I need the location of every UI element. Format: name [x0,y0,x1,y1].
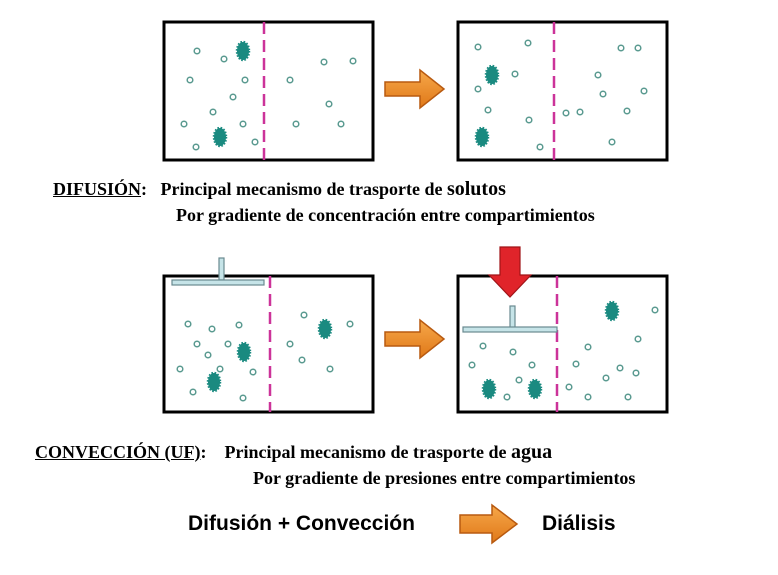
difusion-caption-line2: Por gradiente de concentración entre com… [176,205,595,225]
large-solutes [481,300,620,400]
right-arrow-icon [384,68,446,110]
footer-left-text: Difusión + Convección [188,512,415,535]
large-solutes [206,318,333,393]
difusion-line1-prefix: Principal mecanismo de trasporte de [160,179,447,199]
diffusion-before-chamber [162,20,375,162]
right-arrow-icon [459,503,519,545]
right-arrow-icon [384,318,446,360]
convection-before-chamber [162,257,375,414]
small-solutes [474,39,648,151]
difusion-caption-line1: DIFUSIÓN: Principal mecanismo de traspor… [53,178,506,200]
small-solutes [468,306,659,401]
conveccion-separator: : [200,442,207,462]
conveccion-line1-prefix: Principal mecanismo de trasporte de [224,442,511,462]
difusion-term: DIFUSIÓN [53,179,142,199]
small-solutes [180,47,357,151]
conveccion-term: CONVECCIÓN (UF) [35,442,201,462]
small-solutes [176,311,354,402]
diffusion-after-chamber [456,20,669,162]
difusion-keyword: solutos [446,178,506,200]
footer-right-text: Diálisis [542,512,616,535]
convection-after-chamber [456,274,669,414]
piston [171,257,265,286]
large-solutes [212,40,251,148]
large-solutes [474,64,500,148]
down-arrow-icon [487,246,533,298]
conveccion-keyword: agua [510,441,553,463]
conveccion-caption-line2: Por gradiente de presiones entre compart… [253,468,636,488]
difusion-separator: : [141,179,148,199]
piston [462,305,558,333]
conveccion-caption-line1: CONVECCIÓN (UF): Principal mecanismo de … [35,441,552,463]
